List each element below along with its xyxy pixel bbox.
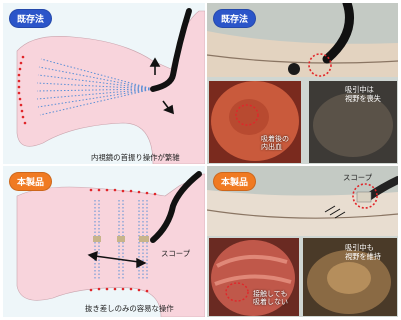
lost-view-text: 吸引中は 視野を喪失: [345, 85, 381, 103]
existing-method-badge: 既存法: [9, 9, 52, 28]
bleeding-text: 吸着後の 内出血: [261, 135, 289, 152]
scope-label: スコープ: [161, 248, 190, 259]
existing-method-photo-panel: 既存法 吸引中は 視野を喪失 吸着後の 内出血: [207, 3, 398, 164]
product-diagram-panel: 本製品 スコープ 抜き差しのみの容易な操作: [3, 166, 205, 317]
product-photo-badge: 本製品: [213, 172, 256, 191]
existing-method-caption: 内視鏡の首振り操作が繁雑: [91, 152, 180, 163]
no-adhesion-text: 接触しても 吸着しない: [253, 290, 288, 307]
maintained-view-line2: 視野を維持: [345, 252, 381, 261]
lost-view-line1: 吸引中は: [345, 85, 381, 94]
product-photo-panel: 本製品 スコープ 吸引中も 視野を維持 接触しても 吸着しない: [207, 166, 398, 317]
existing-method-diagram-panel: 既存法 内視鏡の首振り操作が繁雑: [3, 3, 205, 164]
no-adhesion-line2: 吸着しない: [253, 298, 288, 306]
maintained-view-line1: 吸引中も: [345, 243, 381, 252]
product-badge: 本製品: [9, 172, 52, 191]
photo-scope-label: スコープ: [343, 172, 372, 183]
product-caption: 抜き差しのみの容易な操作: [85, 303, 174, 314]
maintained-view-text: 吸引中も 視野を維持: [345, 243, 381, 261]
lost-view-line2: 視野を喪失: [345, 94, 381, 103]
bleeding-line2: 内出血: [261, 143, 289, 151]
existing-photo-badge: 既存法: [213, 9, 256, 28]
